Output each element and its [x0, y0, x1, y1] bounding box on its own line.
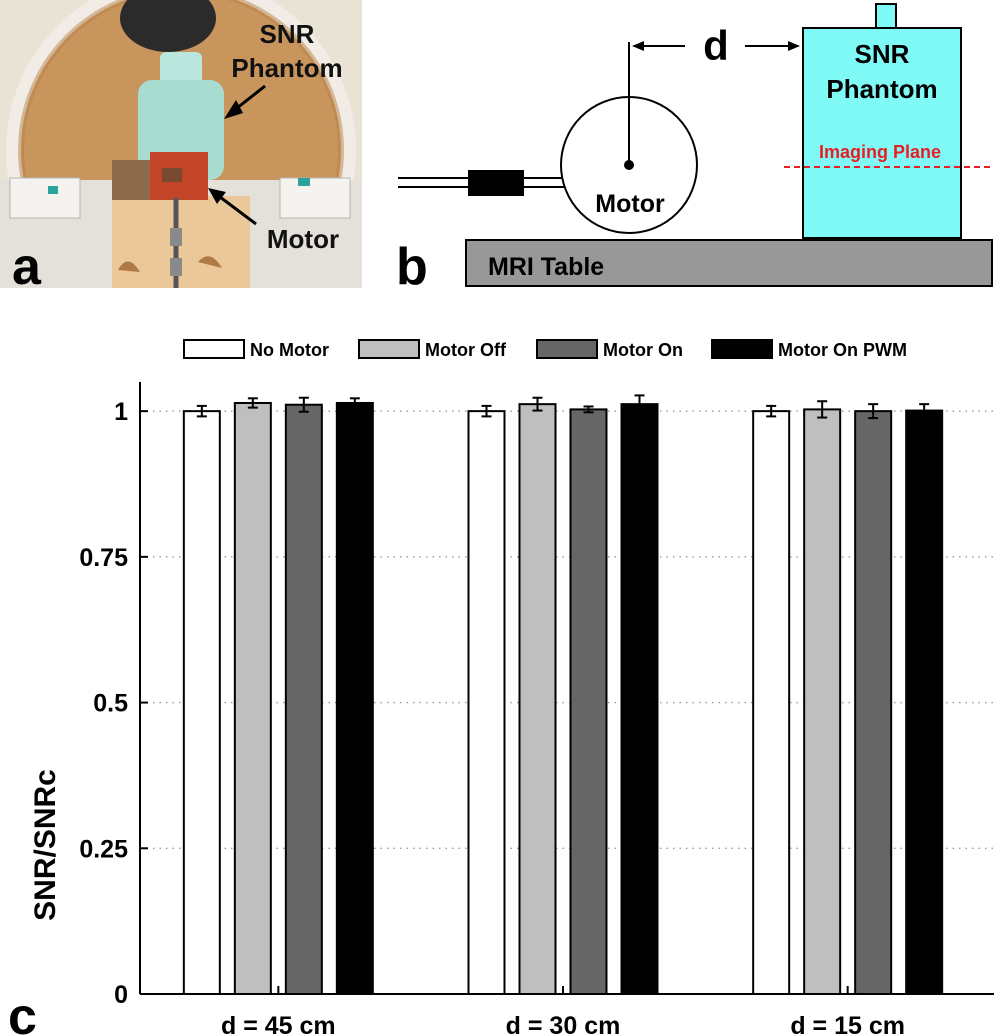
coil-object: [120, 0, 216, 52]
x-tick-label: d = 45 cm: [221, 1012, 336, 1036]
schematic-motor-label: Motor: [595, 190, 665, 218]
legend-swatch: [536, 339, 598, 359]
legend-swatch: [183, 339, 245, 359]
legend-label: Motor On: [603, 340, 683, 360]
y-tick-label: 0.25: [79, 835, 128, 863]
chart-axes: 0 0.25 0.5 0.75 1 d = 45 cm d = 30 cm d = 15 cm: [79, 382, 994, 1036]
bar: [467, 410, 506, 995]
phantom-bottle-neck: [160, 52, 202, 86]
bar: [620, 403, 659, 996]
panel-letter-c: c: [8, 988, 37, 1036]
bar: [518, 403, 557, 996]
mri-table-label: MRI Table: [488, 253, 604, 281]
mri-table: [465, 239, 993, 287]
y-axis-label: SNR/SNRc: [29, 769, 62, 921]
cable-connector: [468, 170, 524, 196]
setup-photo: SNR Phantom Motor a: [0, 0, 362, 288]
bar: [335, 401, 374, 996]
bar: [905, 409, 944, 995]
chart-legend: No Motor Motor Off Motor On Motor On PWM: [183, 339, 907, 360]
imaging-plane-label: Imaging Plane: [819, 142, 941, 162]
legend-swatch: [358, 339, 420, 359]
y-tick-label: 0.5: [93, 690, 128, 718]
x-tick-label: d = 15 cm: [790, 1012, 905, 1036]
photo-motor-label: Motor: [267, 224, 339, 254]
phantom-neck: [875, 3, 897, 31]
schematic-phantom-label-line2: Phantom: [826, 74, 937, 104]
photo-motor-arrow: [215, 192, 257, 226]
y-tick-label: 0.75: [79, 544, 128, 572]
bar: [284, 403, 323, 995]
bar: [854, 410, 893, 995]
bar: [569, 408, 608, 995]
panel-letter-a: a: [12, 238, 42, 288]
y-tick-label: 0: [114, 981, 128, 1009]
y-tick-label: 1: [114, 398, 128, 426]
bar: [182, 410, 221, 995]
distance-label: d: [703, 22, 729, 69]
bar: [233, 401, 272, 996]
photo-phantom-label-line1: SNR: [260, 19, 315, 49]
bar: [803, 408, 842, 995]
schematic-phantom-label-line1: SNR: [855, 39, 910, 69]
photo-phantom-label-line2: Phantom: [231, 53, 342, 83]
legend-label: No Motor: [250, 340, 329, 360]
legend-label: Motor Off: [425, 340, 507, 360]
bar: [752, 410, 791, 995]
phantom-body: [802, 27, 962, 239]
setup-schematic: MRI Table Motor d SNR Phantom Imaging Pl…: [396, 3, 993, 296]
chart-bars: [182, 394, 944, 996]
legend-swatch: [711, 339, 773, 359]
panel-letter-b: b: [396, 238, 428, 296]
legend-label: Motor On PWM: [778, 340, 907, 360]
x-tick-label: d = 30 cm: [506, 1012, 621, 1036]
